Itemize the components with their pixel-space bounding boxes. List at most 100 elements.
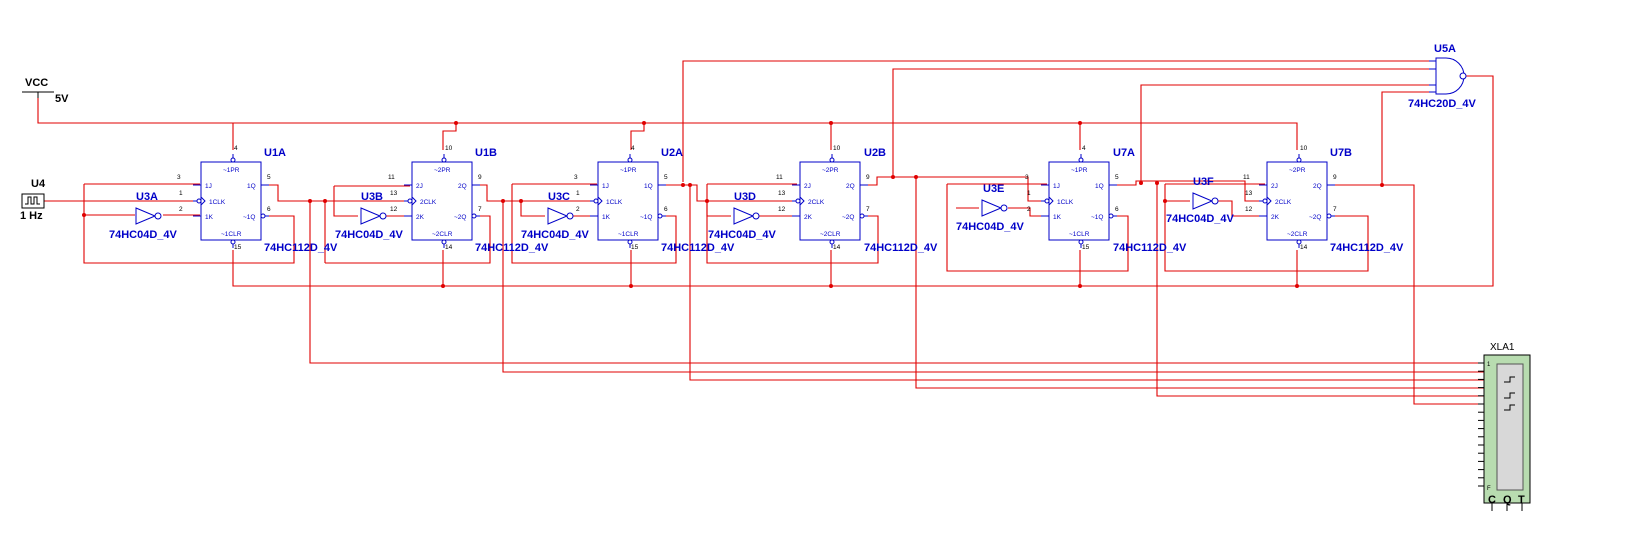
pin-pr-label: ~2PR bbox=[434, 167, 451, 174]
flipflop-u2a[interactable]: 1J1CLK1K1Q~1Q~1PR~1CLR31256415U2A74HC112… bbox=[574, 145, 735, 254]
flipflop-u7a[interactable]: 1J1CLK1K1Q~1Q~1PR~1CLR31256415U7A74HC112… bbox=[1025, 145, 1187, 254]
pin-clk-label: 2CLK bbox=[420, 199, 437, 206]
inverter-part: 74HC04D_4V bbox=[1166, 213, 1235, 225]
flipflop-layer: 1J1CLK1K1Q~1Q~1PR~1CLR31256415U1A74HC112… bbox=[177, 145, 1404, 254]
pin-qn-number: 7 bbox=[866, 206, 870, 213]
pin-qn-number: 6 bbox=[1115, 206, 1119, 213]
pin-q-number: 9 bbox=[866, 174, 870, 181]
pin-pr-number: 10 bbox=[1300, 145, 1308, 152]
pin-k-label: 2K bbox=[804, 214, 813, 221]
pin-pr-label: ~1PR bbox=[223, 167, 240, 174]
pin-clr-number: 14 bbox=[1300, 244, 1308, 251]
inverter-ref: U3C bbox=[548, 191, 570, 203]
pin-clr-label: ~1CLR bbox=[221, 231, 242, 238]
pin-clk-number: 1 bbox=[576, 190, 580, 197]
nand-ref: U5A bbox=[1434, 43, 1456, 55]
pin-j-number: 11 bbox=[1243, 174, 1250, 181]
pin-qn-number: 7 bbox=[1333, 206, 1337, 213]
pin-k-number: 12 bbox=[778, 206, 786, 213]
analyzer-ref: XLA1 bbox=[1490, 342, 1515, 353]
pin-qn-label: ~1Q bbox=[640, 214, 652, 221]
vcc-source[interactable]: VCC 5V bbox=[22, 77, 69, 105]
pin-pr-number: 4 bbox=[631, 145, 635, 152]
flipflop-part: 74HC112D_4V bbox=[264, 242, 338, 254]
pin-q-label: 2Q bbox=[458, 183, 467, 190]
pin-q-number: 5 bbox=[267, 174, 271, 181]
flipflop-part: 74HC112D_4V bbox=[475, 242, 549, 254]
inverter-part: 74HC04D_4V bbox=[521, 229, 590, 241]
pin-j-label: 2J bbox=[1271, 183, 1278, 190]
inverter-ref: U3A bbox=[136, 191, 158, 203]
pin-q-label: 1Q bbox=[1095, 183, 1104, 190]
pin-clk-label: 1CLK bbox=[1057, 199, 1074, 206]
junction-dots bbox=[82, 121, 1384, 288]
pin-k-number: 12 bbox=[1245, 206, 1253, 213]
pin-pr-label: ~1PR bbox=[620, 167, 637, 174]
logic-analyzer-xla1[interactable]: XLA1 1 F C Q T bbox=[1478, 342, 1531, 511]
pin-qn-label: ~2Q bbox=[1309, 214, 1321, 221]
inverter-ref: U3F bbox=[1193, 176, 1214, 188]
flipflop-ref: U7B bbox=[1330, 147, 1352, 159]
pin-j-label: 1J bbox=[1053, 183, 1060, 190]
vcc-label: VCC bbox=[25, 77, 48, 89]
pin-clk-number: 13 bbox=[390, 190, 398, 197]
pin-k-number: 2 bbox=[179, 206, 183, 213]
pin-qn-number: 6 bbox=[267, 206, 271, 213]
flipflop-ref: U1A bbox=[264, 147, 286, 159]
analyzer-pin-stubs bbox=[1478, 362, 1484, 487]
pin-clr-label: ~2CLR bbox=[1287, 231, 1308, 238]
pin-pr-label: ~2PR bbox=[822, 167, 839, 174]
clock-frequency: 1 Hz bbox=[20, 210, 43, 222]
pin-j-number: 3 bbox=[177, 174, 181, 181]
flipflop-part: 74HC112D_4V bbox=[661, 242, 735, 254]
flipflop-u1a[interactable]: 1J1CLK1K1Q~1Q~1PR~1CLR31256415U1A74HC112… bbox=[177, 145, 338, 254]
inverter-ref: U3E bbox=[983, 183, 1004, 195]
pin-k-label: 2K bbox=[416, 214, 425, 221]
nand-gate-u5a[interactable]: U5A 74HC20D_4V bbox=[1408, 43, 1477, 110]
nand-part: 74HC20D_4V bbox=[1408, 98, 1477, 110]
clock-source[interactable]: U4 1 Hz bbox=[20, 178, 46, 222]
pin-pr-number: 4 bbox=[1082, 145, 1086, 152]
flipflop-u2b[interactable]: 2J2CLK2K2Q~2Q~2PR~2CLR111312971014U2B74H… bbox=[776, 145, 938, 254]
flipflop-u7b[interactable]: 2J2CLK2K2Q~2Q~2PR~2CLR111312971014U7B74H… bbox=[1243, 145, 1404, 254]
flipflop-part: 74HC112D_4V bbox=[864, 242, 938, 254]
pin-clk-label: 1CLK bbox=[606, 199, 623, 206]
pin-k-number: 2 bbox=[576, 206, 580, 213]
pin-k-number: 2 bbox=[1027, 206, 1031, 213]
analyzer-first-pin: 1 bbox=[1487, 362, 1491, 368]
pin-k-label: 2K bbox=[1271, 214, 1280, 221]
pin-q-label: 2Q bbox=[1313, 183, 1322, 190]
pin-clk-number: 13 bbox=[1245, 190, 1253, 197]
pin-j-number: 3 bbox=[1025, 174, 1029, 181]
pin-clr-label: ~2CLR bbox=[432, 231, 453, 238]
inverter-u3b[interactable]: U3B 74HC04D_4V bbox=[335, 191, 404, 241]
analyzer-pin-t: T bbox=[1518, 494, 1525, 506]
pin-q-label: 2Q bbox=[846, 183, 855, 190]
pin-pr-number: 4 bbox=[234, 145, 238, 152]
inverter-part: 74HC04D_4V bbox=[335, 229, 404, 241]
flipflop-part: 74HC112D_4V bbox=[1113, 242, 1187, 254]
pin-j-label: 2J bbox=[416, 183, 423, 190]
pin-j-number: 11 bbox=[388, 174, 395, 181]
analyzer-last-pin: F bbox=[1487, 486, 1491, 492]
pin-k-number: 12 bbox=[390, 206, 398, 213]
inverter-u3c[interactable]: U3C 74HC04D_4V bbox=[521, 191, 590, 241]
flipflop-ref: U2B bbox=[864, 147, 886, 159]
analyzer-pin-q: Q bbox=[1503, 494, 1512, 506]
flipflop-part: 74HC112D_4V bbox=[1330, 242, 1404, 254]
pin-clr-number: 15 bbox=[1082, 244, 1090, 251]
pin-q-number: 5 bbox=[664, 174, 668, 181]
pin-clr-number: 14 bbox=[445, 244, 453, 251]
pin-clr-label: ~2CLR bbox=[820, 231, 841, 238]
pin-q-label: 1Q bbox=[644, 183, 653, 190]
pin-j-label: 2J bbox=[804, 183, 811, 190]
inverter-ref: U3B bbox=[361, 191, 383, 203]
pin-k-label: 1K bbox=[602, 214, 611, 221]
flipflop-u1b[interactable]: 2J2CLK2K2Q~2Q~2PR~2CLR111312971014U1B74H… bbox=[388, 145, 549, 254]
pin-k-label: 1K bbox=[1053, 214, 1062, 221]
inverter-u3f[interactable]: U3F 74HC04D_4V bbox=[1166, 176, 1235, 225]
pin-clk-label: 2CLK bbox=[1275, 199, 1292, 206]
